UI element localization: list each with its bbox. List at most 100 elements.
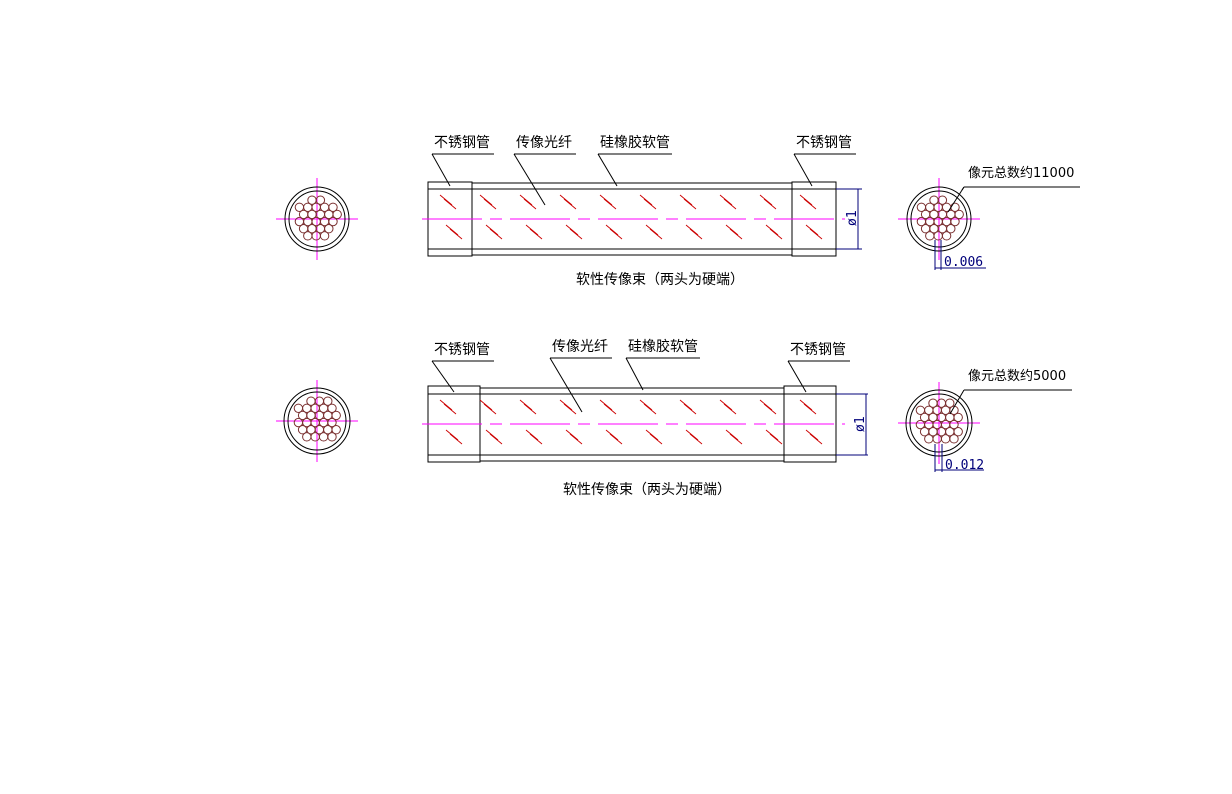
hatch-stroke — [439, 194, 453, 206]
hatch-stroke — [449, 433, 463, 445]
hatch-stroke — [769, 228, 783, 240]
diameter-label: ø1 — [845, 210, 860, 226]
hatch-stroke — [685, 429, 699, 441]
hatch-stroke — [519, 399, 533, 411]
hatch-stroke — [639, 399, 653, 411]
hatch-stroke — [519, 194, 533, 206]
fiber-circle — [302, 432, 312, 442]
label-steel-tube-right: 不锈钢管 — [790, 342, 846, 358]
hatch-stroke — [485, 429, 499, 441]
fiber-circle — [303, 231, 313, 241]
fiber-circle — [327, 403, 337, 413]
hatch-stroke — [603, 198, 617, 210]
fiber-size-label: 0.012 — [945, 458, 984, 473]
fiber-cluster — [293, 396, 341, 442]
hatch-stroke — [609, 433, 623, 445]
hatch-stroke — [489, 228, 503, 240]
bundle-body-1: ø1 — [422, 181, 862, 257]
hatch-stroke — [683, 403, 697, 415]
hatch-stroke — [689, 228, 703, 240]
hatch-stroke — [649, 228, 663, 240]
fiber-circle — [310, 432, 320, 442]
fiber-size-label: 0.006 — [944, 255, 983, 270]
fiber-circle — [949, 419, 959, 430]
fiber-circle — [924, 434, 934, 444]
hatch-stroke — [729, 433, 743, 445]
hatch-stroke — [483, 198, 497, 210]
fiber-hatching — [439, 194, 823, 240]
fiber-circle — [949, 405, 959, 415]
bundle-body-2: ø1 — [422, 385, 868, 463]
hatch-stroke — [599, 194, 613, 206]
hatch-stroke — [643, 198, 657, 210]
hatch-stroke — [639, 194, 653, 206]
fiber-circle — [331, 425, 341, 435]
hatch-stroke — [805, 429, 819, 441]
fiber-circle — [954, 209, 964, 220]
hatch-stroke — [799, 194, 813, 206]
fiber-circle — [318, 432, 329, 442]
hatch-stroke — [603, 403, 617, 415]
hatch-stroke — [763, 198, 777, 210]
pixel-count-label: 像元总数约5000 — [968, 369, 1066, 384]
callouts-1: 不锈钢管 传像光纤 硅橡胶软管 不锈钢管 — [431, 134, 856, 206]
hatch-stroke — [799, 399, 813, 411]
fiber-circle — [328, 216, 338, 227]
fiber-circle — [945, 398, 955, 408]
label-silicone-hose: 硅橡胶软管 — [600, 134, 670, 151]
hatch-stroke — [565, 224, 579, 236]
end-section-left-2 — [276, 380, 358, 462]
label-steel-tube-left: 不锈钢管 — [434, 135, 490, 151]
fiber-circle — [933, 231, 943, 241]
fiber-cluster — [916, 195, 964, 241]
fiber-circle — [324, 224, 334, 234]
hatch-stroke — [759, 194, 773, 206]
hatch-stroke — [565, 429, 579, 441]
hatch-stroke — [765, 224, 779, 236]
hatch-stroke — [599, 399, 613, 411]
hatch-stroke — [605, 429, 619, 441]
bundle-diagram-1: ø1 不锈钢管 传像光纤 硅橡胶软管 不锈钢管 — [276, 134, 1080, 288]
hatch-stroke — [569, 433, 583, 445]
hatch-stroke — [525, 224, 539, 236]
fiber-circle — [332, 209, 342, 220]
hatch-stroke — [649, 433, 663, 445]
hatch-stroke — [529, 433, 543, 445]
label-fiber: 传像光纤 — [552, 339, 608, 355]
hatch-stroke — [483, 403, 497, 415]
pixel-count-label: 像元总数约11000 — [968, 166, 1074, 181]
hatch-stroke — [445, 429, 459, 441]
end-section-left-1 — [276, 178, 358, 260]
fiber-circle — [311, 231, 321, 241]
fiber-circle — [328, 202, 338, 212]
hatch-stroke — [645, 224, 659, 236]
fiber-circle — [941, 231, 952, 241]
fiber-circle — [946, 224, 956, 234]
label-silicone-hose: 硅橡胶软管 — [628, 338, 698, 355]
hatch-stroke — [525, 429, 539, 441]
fiber-circle — [323, 396, 333, 406]
hatch-stroke — [559, 194, 573, 206]
fiber-circle — [925, 231, 935, 241]
fiber-circle — [940, 434, 951, 444]
hatch-stroke — [443, 198, 457, 210]
hatch-stroke — [479, 399, 493, 411]
hatch-stroke — [725, 224, 739, 236]
hatch-stroke — [485, 224, 499, 236]
fiber-cluster — [294, 195, 342, 241]
hatch-stroke — [489, 433, 503, 445]
hatch-stroke — [723, 198, 737, 210]
hatch-stroke — [723, 403, 737, 415]
hatch-stroke — [559, 399, 573, 411]
label-steel-tube-left: 不锈钢管 — [434, 342, 490, 358]
label-fiber: 传像光纤 — [516, 135, 572, 151]
hatch-stroke — [563, 403, 577, 415]
hatch-stroke — [563, 198, 577, 210]
fiber-circle — [937, 195, 948, 205]
hatch-stroke — [523, 403, 537, 415]
hatch-stroke — [609, 228, 623, 240]
end-section-right-2: 像元总数约5000 0.012 — [898, 369, 1072, 473]
hatch-stroke — [765, 429, 779, 441]
fiber-circle — [315, 195, 326, 205]
hatch-stroke — [763, 403, 777, 415]
